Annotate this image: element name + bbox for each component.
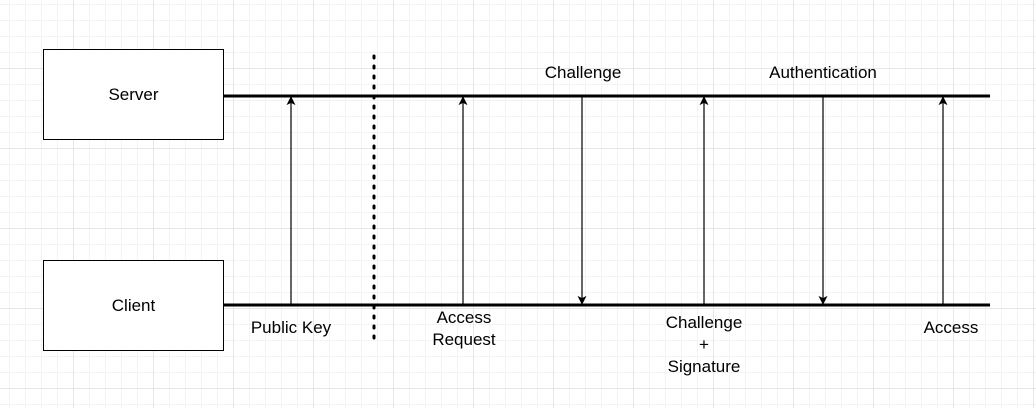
server-node-label: Server <box>108 84 159 104</box>
access-request-label: Access Request <box>432 308 496 349</box>
client-node-label: Client <box>111 295 156 315</box>
public-key-label: Public Key <box>250 318 332 337</box>
challenge-signature-label: Challenge + Signature <box>665 313 743 376</box>
access-label: Access <box>923 318 979 337</box>
challenge-label: Challenge <box>544 63 622 82</box>
server-node: Server <box>43 49 224 140</box>
client-node: Client <box>43 260 224 351</box>
authentication-label: Authentication <box>769 63 877 82</box>
